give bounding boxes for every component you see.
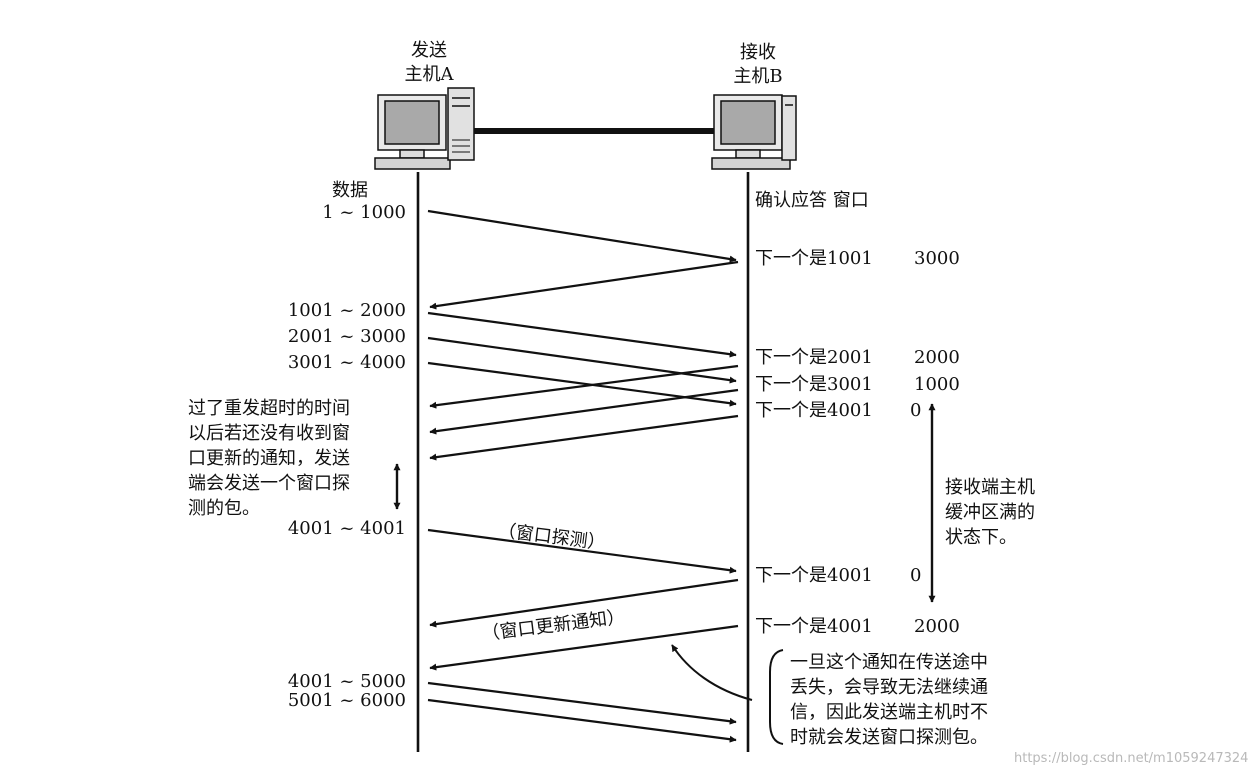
arrow-window-probe [427,528,737,574]
segment-label: 2001 ~ 3000 [287,326,406,347]
arrow-data-4001-5000 [427,681,737,725]
ack-label: 下一个是4001 [755,565,873,586]
arrow-ack-4001-zero [429,414,739,461]
arrow-data-1-1000 [427,209,737,263]
segment-label: 1 ~ 1000 [322,202,406,223]
window-size: 2000 [914,616,960,637]
window-size: 0 [910,565,922,586]
lost-notice-note: 一旦这个通知在传送途中 丢失，会导致无法继续通 信，因此发送端主机时不 时就会发… [790,652,988,748]
lost-notice-pointer-arrow [671,644,753,701]
host-a-role: 发送 [411,40,447,61]
ack-label: 下一个是4001 [755,616,873,637]
arrow-ack-1001 [429,260,739,310]
arrow-window-update [429,624,739,671]
arrow-ack-3001 [429,388,739,435]
buffer-full-note: 接收端主机 缓冲区满的 状态下。 [945,477,1035,548]
segment-label: 5001 ~ 6000 [287,690,406,711]
ack-label: 下一个是4001 [755,400,873,421]
ack-window-header: 确认应答 窗口 [755,190,869,211]
arrow-data-2001-3000 [427,336,737,384]
lost-note-bracket [769,649,784,745]
ack-label: 下一个是3001 [755,374,873,395]
host-b-computer-icon [711,94,797,170]
window-size: 3000 [914,248,960,269]
ack-label: 下一个是1001 [755,248,873,269]
arrow-data-1001-2000 [427,311,737,358]
data-column-header: 数据 [332,180,368,201]
segment-label: 1001 ~ 2000 [287,300,406,321]
arrow-ack-2001 [429,364,739,409]
host-a-computer-icon [374,87,475,170]
host-a-name: 主机A [404,64,454,85]
window-size: 2000 [914,347,960,368]
window-size: 1000 [914,374,960,395]
arrow-data-3001-4000 [427,361,737,407]
host-b-name: 主机B [733,66,783,87]
arrow-ack-4001-probe-reply [429,578,739,628]
segment-label: 4001 ~ 4001 [287,518,406,539]
segment-label: 4001 ~ 5000 [287,671,406,692]
ack-label: 下一个是2001 [755,347,873,368]
arrow-data-5001-6000 [427,698,737,743]
timeout-note: 过了重发超时的时间 以后若还没有收到窗 口更新的通知，发送 端会发送一个窗口探 … [188,398,350,519]
watermark: https://blog.csdn.net/m1059247324 [1014,751,1248,766]
segment-label: 3001 ~ 4000 [287,352,406,373]
window-size: 0 [910,400,922,421]
host-b-role: 接收 [740,42,776,63]
